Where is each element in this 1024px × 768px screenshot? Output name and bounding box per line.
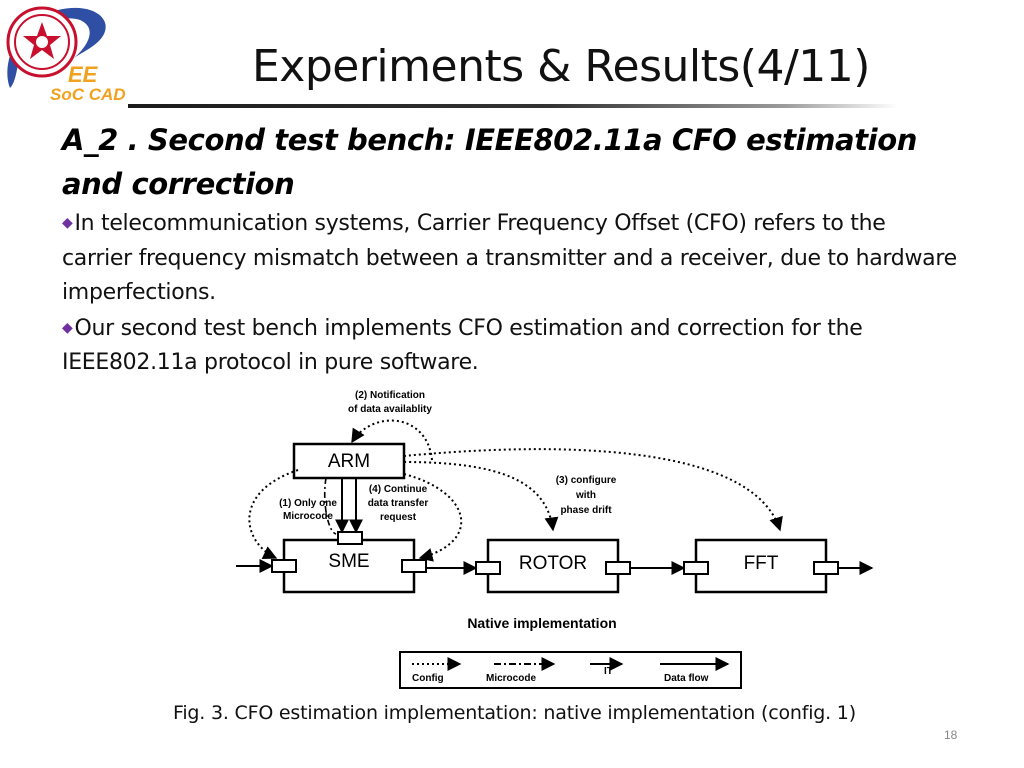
microcode-arrow [323,477,337,535]
logo-text-ee: EE [68,62,99,87]
sme-port-left [271,559,297,573]
sme-label: SME [328,551,369,572]
title-divider [128,104,898,108]
figure-caption: Fig. 3. CFO estimation implementation: n… [173,702,856,724]
rotor-port-right [605,561,631,575]
diagram-subtitle: Native implementation [467,615,616,631]
fft-label: FFT [744,553,779,574]
annotation-configure-1: (3) configure [556,475,617,486]
rotor-port-left [475,561,501,575]
annotation-only-one-2: Microcode [283,511,333,522]
slide-number: 18 [944,728,958,742]
slide-title: Experiments & Results(4/11) [252,41,870,92]
annotation-continue-2: data transfer [368,498,429,509]
annotation-notification-1: (2) Notification [355,390,425,401]
sme-port-top [337,531,363,545]
legend-microcode-label: Microcode [486,673,536,684]
section-heading: A_2 . Second test bench: IEEE802.11a CFO… [62,123,917,201]
only-one-arrow [248,469,299,559]
annotation-configure-3: phase drift [560,505,612,516]
university-seal-icon [6,6,78,78]
annotation-configure-2: with [575,490,596,501]
university-logo: EE SoC CAD [6,6,125,104]
diamond-bullet-icon: ◆ [62,319,73,336]
annotation-continue-3: request [380,512,417,523]
bullet-item: ◆In telecommunication systems, Carrier F… [62,206,962,311]
bullet-text: Our second test bench implements CFO est… [62,315,863,376]
fft-port-right [813,561,839,575]
sme-port-right [401,559,427,573]
logo-text-soc-cad: SoC CAD [50,85,125,104]
slide-content: A_2 . Second test bench: IEEE802.11a CFO… [62,118,962,381]
arm-label: ARM [328,451,370,472]
cfo-diagram: (2) Notification of data availablity ARM… [236,390,874,689]
rotor-label: ROTOR [519,553,587,574]
legend-config-label: Config [412,673,444,684]
configure-fft-arrow [403,448,783,532]
diamond-bullet-icon: ◆ [62,215,73,231]
arm-block [292,442,406,480]
legend-it-label: IT [604,666,613,677]
annotation-continue-1: (4) Continue [369,484,428,495]
configure-rotor-arrow [403,461,559,532]
bullet-text: In telecommunication systems, Carrier Fr… [62,211,957,305]
bullet-item: ◆Our second test bench implements CFO es… [62,311,962,381]
legend-data-flow-label: Data flow [664,673,709,684]
annotation-only-one-1: (1) Only one [279,498,337,509]
annotation-notification-2: of data availablity [348,404,432,415]
notification-arrow [351,419,433,461]
fft-port-left [683,561,709,575]
